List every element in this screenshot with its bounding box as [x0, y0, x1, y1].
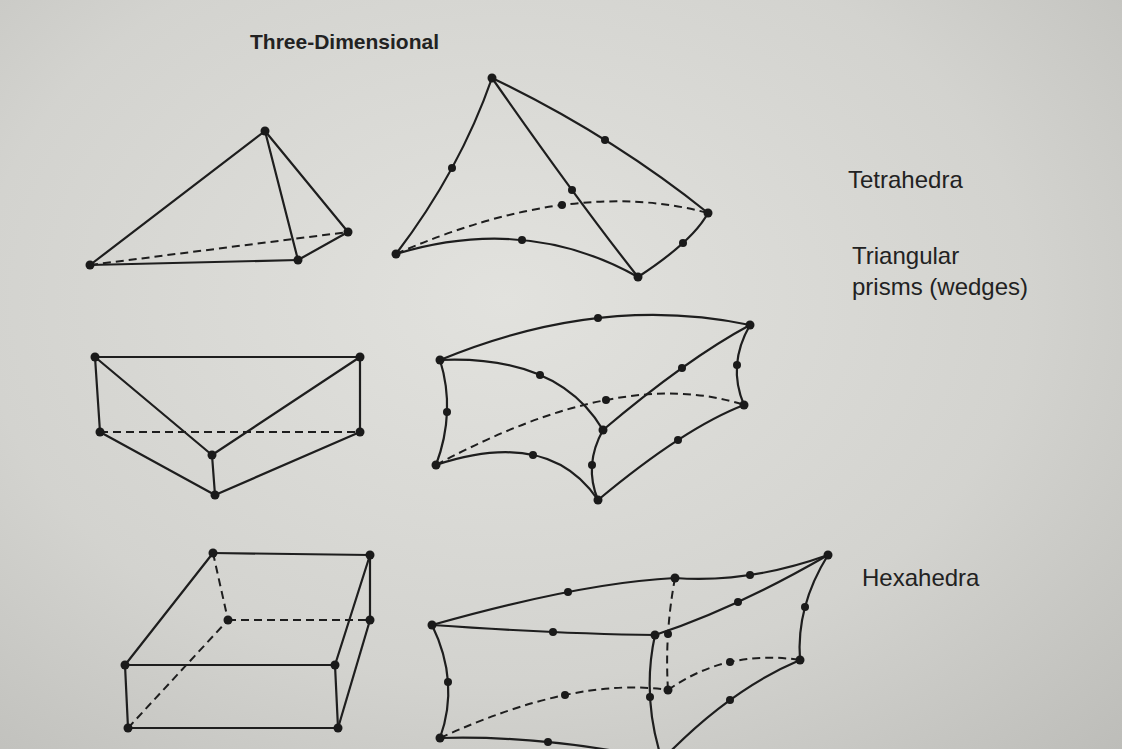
element-type-label: Hexahedra	[862, 562, 979, 593]
linear-wedge	[91, 353, 365, 500]
element-type-label: Tetrahedra	[848, 164, 963, 195]
linear-tetrahedron	[86, 127, 353, 270]
quadratic-wedge	[432, 314, 755, 505]
linear-hexahedron	[121, 549, 375, 733]
quadratic-tetrahedron	[392, 74, 713, 282]
diagram-title: Three-Dimensional	[250, 28, 439, 55]
quadratic-hexahedron	[428, 551, 833, 749]
element-type-label: Triangular prisms (wedges)	[852, 240, 1035, 302]
